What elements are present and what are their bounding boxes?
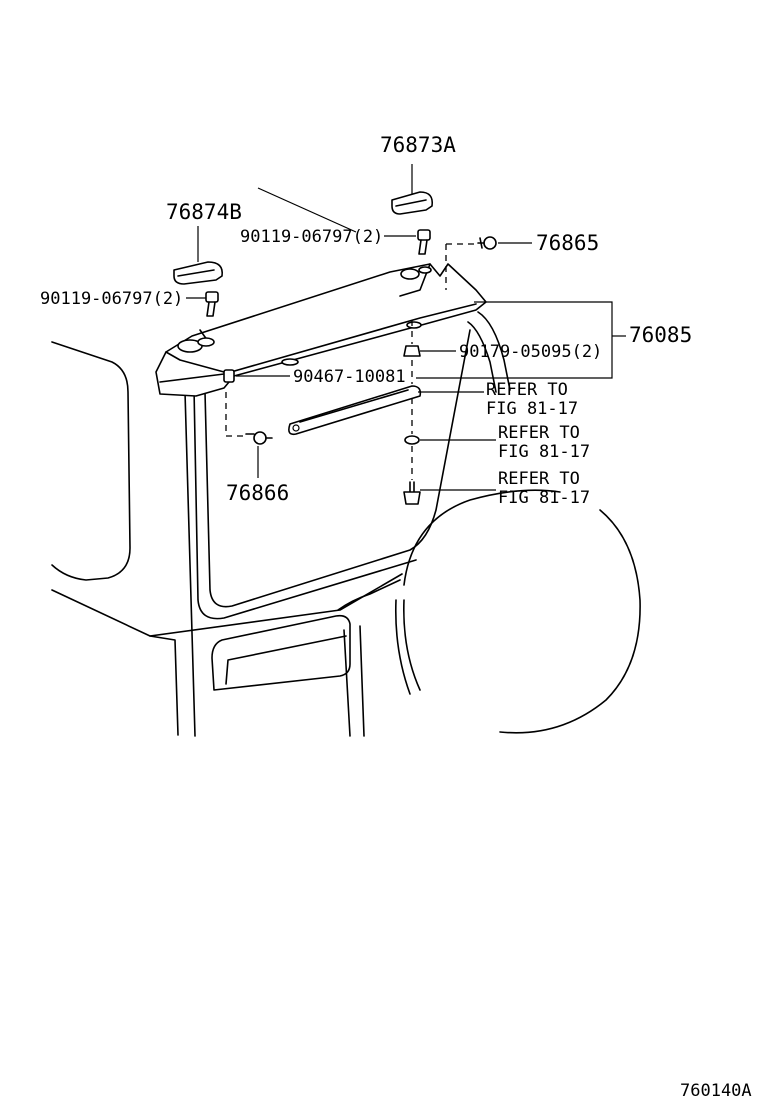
label-90467: 90467-10081 — [293, 367, 406, 387]
washer — [404, 435, 420, 445]
label-refer3-line2: FIG 81-17 — [498, 488, 590, 508]
label-refer3-line1: REFER TO — [498, 469, 580, 489]
label-76874B: 76874B — [166, 200, 242, 224]
label-76865: 76865 — [536, 231, 599, 255]
label-refer1-line2: FIG 81-17 — [486, 399, 578, 419]
bolt-left — [205, 291, 219, 317]
nut-90179 — [403, 345, 421, 357]
label-refer1-line1: REFER TO — [486, 380, 568, 400]
label-refer2-line1: REFER TO — [498, 423, 580, 443]
assembly-dash-lines — [225, 243, 476, 480]
label-bolt-left: 90119-06797(2) — [40, 289, 183, 309]
vehicle-body-outline — [51, 311, 641, 737]
stop-lamp — [288, 385, 422, 436]
bolt-upper — [417, 229, 431, 255]
clip-76866 — [245, 431, 273, 445]
cap-76873A — [391, 191, 434, 215]
screw-lower — [403, 481, 421, 505]
rear-spoiler — [155, 263, 487, 397]
label-76873A: 76873A — [380, 133, 456, 157]
cap-76874B — [173, 261, 224, 285]
label-76866: 76866 — [226, 481, 289, 505]
label-76085: 76085 — [629, 323, 692, 347]
label-bolt-upper: 90119-06797(2) — [240, 227, 383, 247]
figure-code: 760140A — [680, 1081, 752, 1101]
leader-lines — [186, 164, 626, 491]
label-nut-90179: 90179-05095(2) — [459, 342, 602, 362]
clip-76865 — [477, 236, 497, 250]
label-refer2-line2: FIG 81-17 — [498, 442, 590, 462]
